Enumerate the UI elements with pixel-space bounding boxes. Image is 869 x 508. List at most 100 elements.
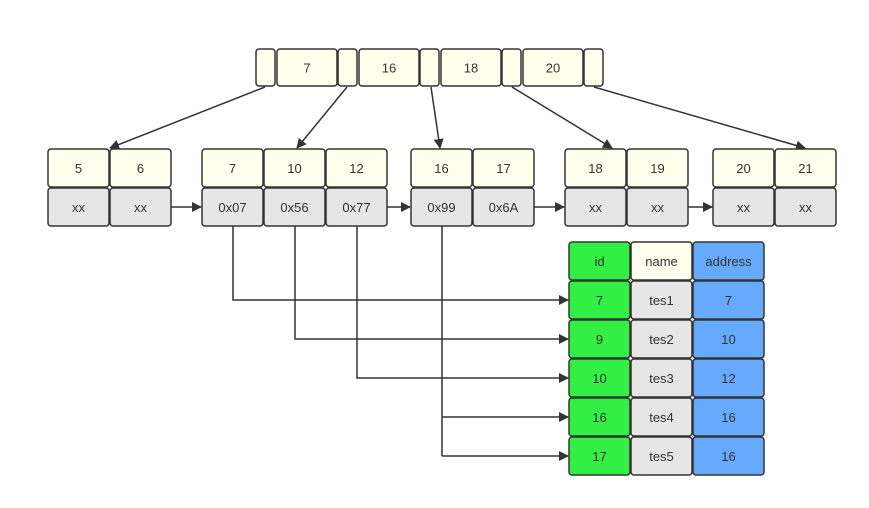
leaf-value-label: 0x77 [342,200,370,215]
table-header-id-label: id [594,254,604,269]
leaf-value-label: xx [737,200,751,215]
root-pointer-slot [255,48,276,87]
leaf-key [201,148,264,188]
leaf-value-label: 0x56 [280,200,308,215]
table-cell [568,358,631,398]
leaf-key-label: 12 [349,161,363,176]
leaf-key [410,148,473,188]
root-key [276,48,338,87]
leaf-key [564,148,627,188]
root-pointer-slot [583,48,604,87]
table-cell-label: 10 [592,371,606,386]
record-pointer-arrow [294,226,569,344]
root-child-arrow [511,86,613,149]
table-header-address-label: address [705,254,752,269]
table-cell-label: tes1 [649,293,674,308]
leaf-key-label: 18 [588,161,602,176]
root-key-label: 20 [546,61,560,76]
leaf-value [712,187,775,227]
connector-arrows [109,86,806,461]
root-pointer-slot [337,48,358,87]
leaf-value-label: 0x99 [427,200,455,215]
table-cell [692,280,765,320]
table-cell [630,397,693,437]
leaf-value-label: xx [799,200,813,215]
leaf-value-label: xx [72,200,86,215]
table-cell-label: tes5 [649,449,674,464]
leaf-key [263,148,326,188]
table-cell [630,358,693,398]
record-pointer-arrow [356,226,569,383]
table-cell-label: tes2 [649,332,674,347]
root-child-arrow [296,86,348,149]
root-key [358,48,420,87]
leaf-key-label: 7 [229,161,236,176]
leaf-key-label: 21 [798,161,812,176]
leaf-value-label: xx [134,200,148,215]
leaf-value-label: 0x07 [218,200,246,215]
leaf-value-label: xx [589,200,603,215]
root-key-label: 18 [464,61,478,76]
leaf-key [47,148,110,188]
table-cell-label: 16 [592,410,606,425]
root-key-label: 16 [382,61,396,76]
root-key-label: 7 [303,61,310,76]
table-cell [630,436,693,476]
table-cell-label: 16 [721,449,735,464]
leaf-key [109,148,172,188]
table-cell [568,319,631,359]
leaf-key [774,148,837,188]
leaf-value [410,187,473,227]
root-key [522,48,584,87]
table-cell [568,397,631,437]
root-pointer-slot [419,48,440,87]
table-cell [630,319,693,359]
leaf-value [325,187,388,227]
leaf-key [712,148,775,188]
table-cell [692,319,765,359]
leaf-key [626,148,689,188]
table-cell [692,436,765,476]
leaf-value [109,187,172,227]
table-cell-label: 12 [721,371,735,386]
leaf-value [47,187,110,227]
leaf-key [472,148,535,188]
leaf-key-label: 19 [650,161,664,176]
table-cell [692,397,765,437]
leaf-key-label: 20 [736,161,750,176]
root-pointer-slot [501,48,522,87]
leaf-key-label: 6 [137,161,144,176]
table-cell-label: 16 [721,410,735,425]
leaf-key [325,148,388,188]
table-header-id [568,241,631,281]
table-cell-label: 7 [725,293,732,308]
leaf-key-label: 10 [287,161,301,176]
leaf-value-label: 0x6A [489,200,519,215]
table-cell [568,436,631,476]
leaf-value [201,187,264,227]
table-header-name-label: name [645,254,678,269]
leaf-value [564,187,627,227]
table-cell-label: 7 [596,293,603,308]
leaf-value-label: xx [651,200,665,215]
table-cell-label: 9 [596,332,603,347]
table-header-name [630,241,693,281]
root-key [440,48,502,87]
leaf-value [774,187,837,227]
leaf-value [263,187,326,227]
leaf-key-label: 16 [434,161,448,176]
table-cell [692,358,765,398]
table-cell-label: 17 [592,449,606,464]
table-header-address [692,241,765,281]
root-child-arrow [109,86,266,150]
leaf-value [472,187,535,227]
leaf-value [626,187,689,227]
table-cell [568,280,631,320]
table-cell-label: 10 [721,332,735,347]
root-child-arrow [430,86,444,149]
table-cell-label: tes3 [649,371,674,386]
leaf-key-label: 17 [496,161,510,176]
